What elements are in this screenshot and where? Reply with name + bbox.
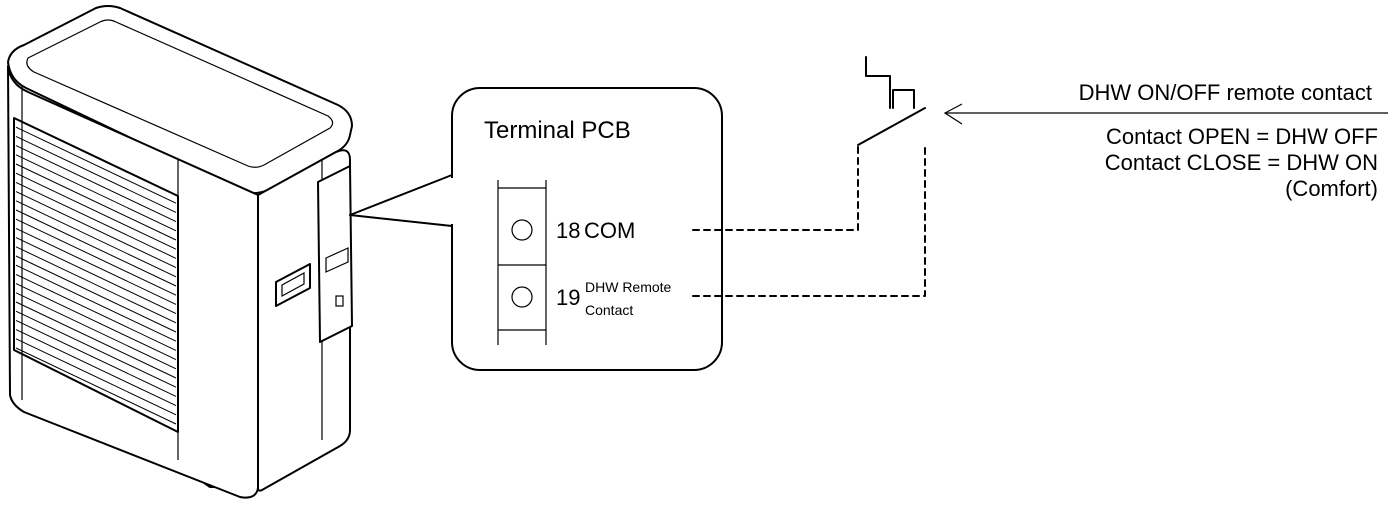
grille-louvre (15, 191, 177, 269)
terminal-18-label: COM (584, 218, 635, 243)
grille-louvre (15, 292, 177, 370)
pcb-callout: Terminal PCB 18 COM 19 DHW Remote Contac… (349, 87, 723, 371)
contact-title: DHW ON/OFF remote contact (1079, 80, 1372, 105)
outdoor-unit (7, 5, 353, 499)
grille-louvre (15, 246, 177, 324)
grille-louvre (15, 181, 177, 259)
grille-louvre (15, 329, 177, 407)
unit-front-face (7, 65, 259, 499)
remote-switch (857, 56, 926, 146)
grille-louvre (15, 310, 177, 388)
grille-louvre (15, 319, 177, 397)
contact-comfort-text: (Comfort) (1285, 176, 1378, 201)
service-cover (317, 165, 353, 343)
grille-louvre (15, 163, 177, 241)
wiring (692, 144, 926, 297)
pcb-title: Terminal PCB (484, 117, 631, 144)
grille-louvre (15, 301, 177, 379)
contact-legend: DHW ON/OFF remote contact Contact OPEN =… (1079, 80, 1378, 201)
grille-louvre (15, 200, 177, 278)
grille-louvre (15, 145, 177, 223)
grille-louvre (15, 237, 177, 315)
contact-open-text: Contact OPEN = DHW OFF (1106, 124, 1378, 149)
grille-louvre (15, 172, 177, 250)
grille-louvre (15, 154, 177, 232)
unit-handle (275, 263, 311, 307)
grille-louvre (15, 347, 177, 425)
grille-louvre (15, 283, 177, 361)
contact-pointer (943, 103, 1388, 125)
terminal-18-number: 18 (556, 218, 580, 243)
wire-com (692, 144, 859, 231)
grille-louvre (15, 209, 177, 287)
terminal-19-circle (511, 286, 533, 308)
grille-louvre (15, 264, 177, 342)
wire-remote (692, 147, 926, 297)
grille-louvre (15, 255, 177, 333)
terminal-19-label-line2: Contact (585, 302, 633, 318)
fan-grille (13, 117, 179, 433)
grille-louvre (15, 227, 177, 305)
contact-close-text: Contact CLOSE = DHW ON (1105, 150, 1378, 175)
grille-louvre (15, 126, 177, 204)
grille-louvre (15, 273, 177, 351)
terminal-strip (497, 180, 547, 345)
terminal-19-label-line1: DHW Remote (585, 279, 672, 295)
terminal-18-circle (511, 219, 533, 241)
grille-louvre (15, 218, 177, 296)
grille-louvre (15, 135, 177, 213)
grille-louvre (15, 338, 177, 416)
terminal-19-number: 19 (556, 285, 580, 310)
